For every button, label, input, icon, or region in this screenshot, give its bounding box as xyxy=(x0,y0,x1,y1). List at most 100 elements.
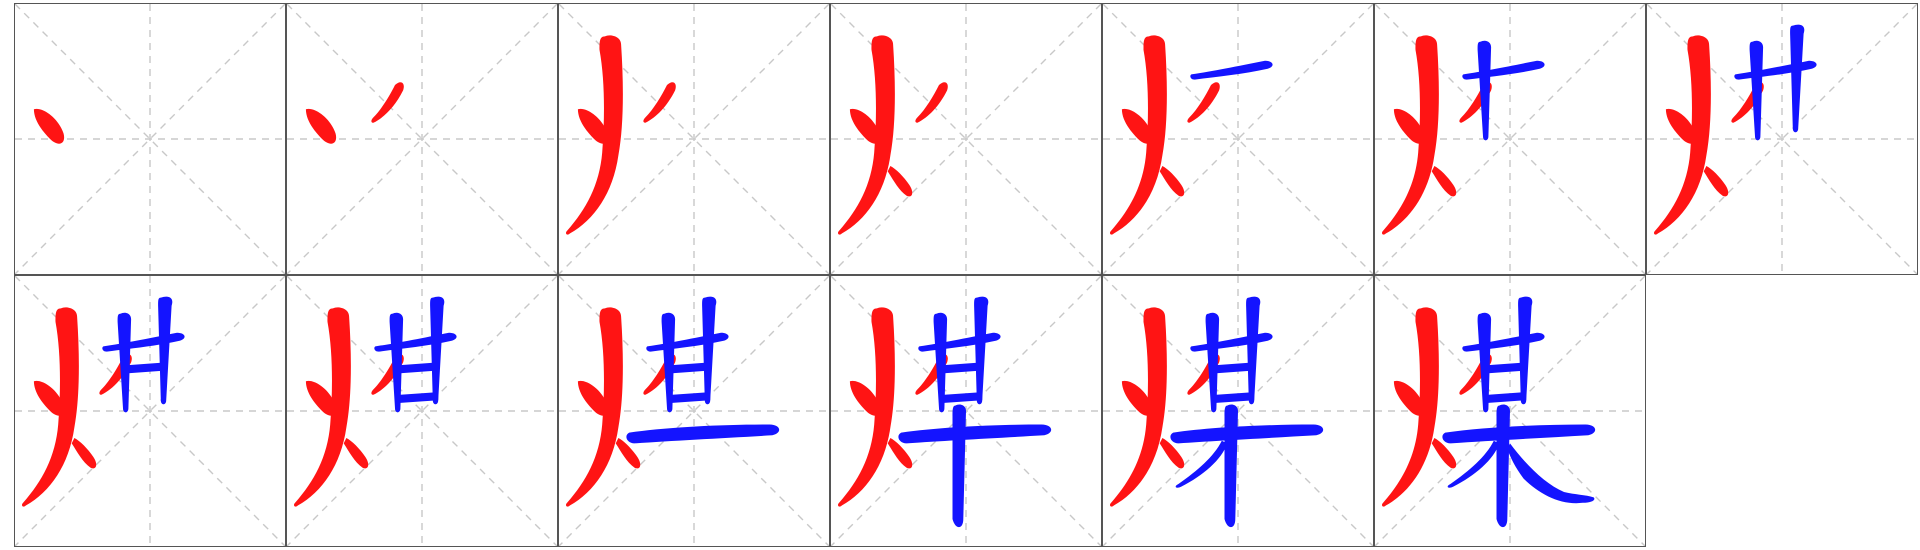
guide-line xyxy=(831,276,1101,546)
character-stroke xyxy=(661,312,676,413)
character-stroke xyxy=(837,307,895,507)
stroke-step-cell xyxy=(1374,3,1646,275)
character-canvas xyxy=(287,4,557,274)
character-stroke xyxy=(1381,307,1439,507)
character-stroke xyxy=(1170,424,1324,444)
character-stroke xyxy=(1159,166,1185,197)
guide-line xyxy=(1375,4,1645,274)
guide-line xyxy=(287,4,557,274)
character-stroke xyxy=(1393,108,1425,144)
character-stroke xyxy=(1488,392,1527,403)
character-stroke xyxy=(1431,166,1457,197)
character-stroke xyxy=(1734,60,1817,80)
character-stroke xyxy=(1216,362,1255,374)
character-stroke xyxy=(343,438,369,469)
character-canvas xyxy=(1375,276,1645,546)
character-stroke xyxy=(626,424,780,444)
character-stroke xyxy=(374,332,457,352)
character-stroke xyxy=(158,296,173,405)
guide-line xyxy=(1103,4,1373,274)
stroke-step-cell xyxy=(286,3,558,275)
guide-line xyxy=(15,276,285,546)
character-canvas xyxy=(559,4,829,274)
character-stroke xyxy=(1431,438,1457,469)
character-stroke xyxy=(565,35,623,235)
character-canvas xyxy=(559,276,829,546)
guide-line xyxy=(287,276,557,546)
character-stroke xyxy=(915,82,948,123)
stroke-step-cell xyxy=(1374,275,1646,547)
character-canvas xyxy=(1103,276,1373,546)
guide-line xyxy=(559,4,829,274)
guide-line xyxy=(1647,4,1917,274)
character-stroke xyxy=(430,296,445,405)
character-stroke xyxy=(305,380,337,416)
character-stroke xyxy=(1653,35,1711,235)
character-stroke xyxy=(1518,296,1533,405)
character-stroke xyxy=(1246,296,1261,405)
stroke-step-cell xyxy=(558,3,830,275)
character-stroke xyxy=(615,438,641,469)
character-stroke xyxy=(1381,35,1439,235)
stroke-step-cell xyxy=(1102,3,1374,275)
guide-line xyxy=(1375,276,1645,546)
character-stroke xyxy=(1447,440,1500,488)
stroke-step-cell xyxy=(1646,3,1918,275)
guide-line xyxy=(1647,4,1917,274)
character-stroke xyxy=(371,82,404,123)
guide-line xyxy=(1103,276,1373,546)
character-stroke xyxy=(849,108,881,144)
character-stroke xyxy=(1442,424,1596,444)
character-stroke xyxy=(400,362,439,374)
character-stroke xyxy=(1393,380,1425,416)
guide-line xyxy=(559,276,829,546)
character-canvas xyxy=(287,276,557,546)
stroke-step-cell xyxy=(14,275,286,547)
character-stroke xyxy=(577,380,609,416)
stroke-step-cell xyxy=(286,275,558,547)
character-stroke xyxy=(565,307,623,507)
character-stroke xyxy=(672,362,711,374)
character-canvas xyxy=(15,276,285,546)
character-stroke xyxy=(400,392,439,403)
guide-line xyxy=(15,4,285,274)
character-stroke xyxy=(837,35,895,235)
character-stroke xyxy=(918,332,1001,352)
character-canvas xyxy=(1103,4,1373,274)
character-stroke xyxy=(1109,35,1167,235)
guide-line xyxy=(1103,4,1373,274)
character-stroke xyxy=(1477,312,1492,413)
character-stroke xyxy=(1477,40,1492,141)
character-stroke xyxy=(1749,40,1764,141)
stroke-step-cell xyxy=(1102,275,1374,547)
character-stroke xyxy=(944,362,983,374)
character-stroke xyxy=(702,296,717,405)
character-stroke xyxy=(1703,166,1729,197)
character-stroke xyxy=(1462,332,1545,352)
character-stroke xyxy=(1488,362,1527,374)
guide-line xyxy=(1375,4,1645,274)
guide-line xyxy=(287,276,557,546)
guide-line xyxy=(15,276,285,546)
character-stroke xyxy=(1462,60,1545,80)
character-stroke xyxy=(1216,392,1255,403)
character-stroke xyxy=(952,404,966,528)
character-stroke xyxy=(1175,440,1228,488)
guide-line xyxy=(831,4,1101,274)
character-canvas xyxy=(1375,4,1645,274)
character-canvas xyxy=(831,276,1101,546)
stroke-step-cell xyxy=(830,275,1102,547)
character-stroke xyxy=(1224,404,1238,528)
character-stroke xyxy=(1190,332,1273,352)
character-stroke xyxy=(646,332,729,352)
character-canvas xyxy=(831,4,1101,274)
character-stroke xyxy=(128,362,167,374)
character-stroke xyxy=(672,392,711,403)
character-stroke xyxy=(1205,312,1220,413)
character-stroke xyxy=(974,296,989,405)
character-stroke xyxy=(1790,24,1805,133)
character-stroke xyxy=(1507,443,1595,504)
character-stroke xyxy=(71,438,97,469)
character-stroke xyxy=(887,438,913,469)
